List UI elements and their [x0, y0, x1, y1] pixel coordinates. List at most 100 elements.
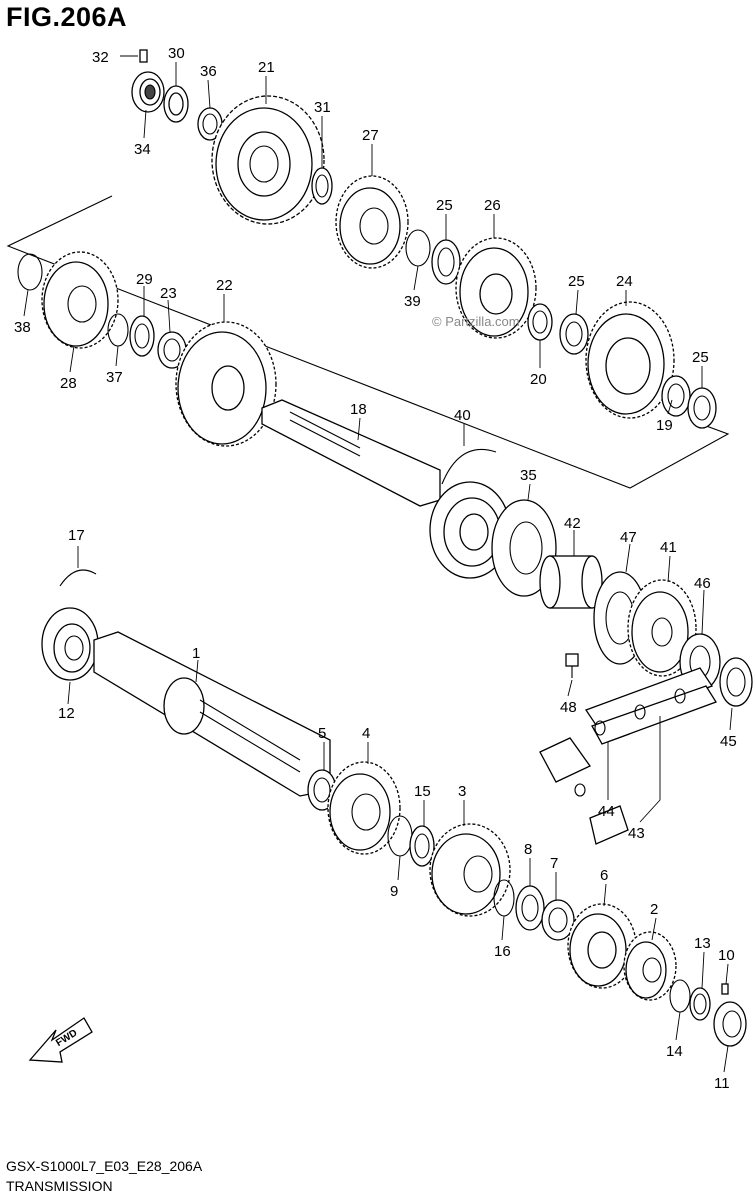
part-32-pin: [139, 49, 148, 63]
callout-8: 8: [524, 841, 532, 858]
callout-24: 24: [616, 273, 633, 290]
part-6-gear: [567, 903, 637, 989]
part-13-washer: [689, 987, 711, 1021]
callout-29: 29: [136, 271, 153, 288]
callout-15: 15: [414, 783, 431, 800]
part-42-spacer: [539, 555, 603, 609]
callout-37: 37: [106, 369, 123, 386]
callout-25-c: 25: [692, 349, 709, 366]
callout-38: 38: [14, 319, 31, 336]
part-39-circlip: [405, 229, 431, 267]
part-33-bearing: [429, 481, 511, 579]
part-15-washer: [409, 825, 435, 867]
callout-10: 10: [718, 947, 735, 964]
callout-6: 6: [600, 867, 608, 884]
callout-19: 19: [656, 417, 673, 434]
callout-11: 11: [714, 1075, 730, 1092]
callout-45: 45: [720, 733, 737, 750]
callout-32: 32: [92, 49, 109, 66]
part-25b-washer: [559, 313, 589, 355]
callout-12: 12: [58, 705, 75, 722]
callout-4: 4: [362, 725, 370, 742]
callout-25-a: 25: [436, 197, 453, 214]
part-21-gear: [211, 95, 325, 225]
callout-39: 39: [404, 293, 421, 310]
part-11-bearing: [713, 1001, 747, 1047]
part-45-bushing: [719, 657, 753, 707]
callout-25-b: 25: [568, 273, 585, 290]
figure-title: FIG.206A: [6, 2, 128, 32]
callout-28: 28: [60, 375, 77, 392]
part-14-circlip: [669, 979, 691, 1013]
callout-2: 2: [650, 901, 658, 918]
part-2-gear: [623, 931, 677, 1001]
part-10-pin: [721, 983, 729, 995]
callout-44: 44: [598, 803, 615, 820]
callout-1: 1: [192, 645, 200, 662]
callout-13: 13: [694, 935, 711, 952]
callout-20: 20: [530, 371, 547, 388]
part-44-chain-joint: [539, 737, 629, 845]
part-37-circlip: [107, 313, 129, 347]
callout-26: 26: [484, 197, 501, 214]
callout-14: 14: [666, 1043, 683, 1060]
part-35-oil-seal: [491, 499, 557, 597]
part-8-washer: [515, 885, 545, 931]
callout-5: 5: [318, 725, 326, 742]
callouts: 32 30 36 21 31 34 27 25 26 39 38 29 23 2…: [14, 45, 737, 1092]
leader-lines: [23, 55, 733, 1073]
callout-41: 41: [660, 539, 677, 556]
footer-model-code: GSX-S1000L7_E03_E28_206A: [6, 1158, 203, 1174]
callout-30: 30: [168, 45, 185, 62]
part-41-sprocket: [627, 579, 697, 677]
callout-47: 47: [620, 529, 637, 546]
part-29-washer: [129, 315, 155, 357]
callout-23: 23: [160, 285, 177, 302]
watermark: © Partzilla.com: [432, 314, 520, 329]
part-23-bushing: [157, 331, 187, 369]
callout-7: 7: [550, 855, 558, 872]
part-34-bearing: [131, 71, 165, 113]
callout-31: 31: [314, 99, 331, 116]
callout-42: 42: [564, 515, 581, 532]
part-22-gear: [175, 321, 277, 447]
callout-40: 40: [454, 407, 471, 424]
callout-36: 36: [200, 63, 217, 80]
part-24-gear: [585, 301, 675, 419]
part-31-washer: [311, 167, 333, 205]
part-38-circlip: [17, 253, 43, 291]
part-43-chain: [585, 667, 717, 745]
callout-9: 9: [390, 883, 398, 900]
part-3-gear: [429, 823, 511, 917]
callout-48: 48: [560, 699, 577, 716]
callout-3: 3: [458, 783, 466, 800]
subassembly-frame: [6, 195, 730, 489]
callout-21: 21: [258, 59, 275, 76]
part-48-bolt: [565, 653, 579, 678]
part-28-gear: [41, 251, 119, 349]
callout-18: 18: [350, 401, 367, 418]
part-30-washer: [163, 85, 189, 123]
part-27-gear: [335, 175, 409, 269]
part-40-clip: [441, 448, 497, 485]
callout-22: 22: [216, 277, 233, 294]
part-19-bearing: [661, 375, 691, 417]
part-25a-washer: [431, 239, 461, 285]
part-12-bearing: [41, 607, 99, 681]
callout-46: 46: [694, 575, 711, 592]
part-25c-washer: [687, 387, 717, 429]
callout-17: 17: [68, 527, 85, 544]
footer-section-name: TRANSMISSION: [6, 1178, 113, 1194]
callout-16: 16: [494, 943, 511, 960]
callout-34: 34: [134, 141, 151, 158]
callout-43: 43: [628, 825, 645, 842]
fwd-arrow-icon: FWD: [28, 1017, 93, 1063]
callout-27: 27: [362, 127, 379, 144]
part-4-gear: [327, 761, 401, 855]
part-26-gear: [455, 237, 537, 339]
callout-35: 35: [520, 467, 537, 484]
part-1-mainshaft: [93, 631, 331, 797]
part-17-clip: [59, 569, 97, 587]
part-7-bushing: [541, 899, 575, 941]
